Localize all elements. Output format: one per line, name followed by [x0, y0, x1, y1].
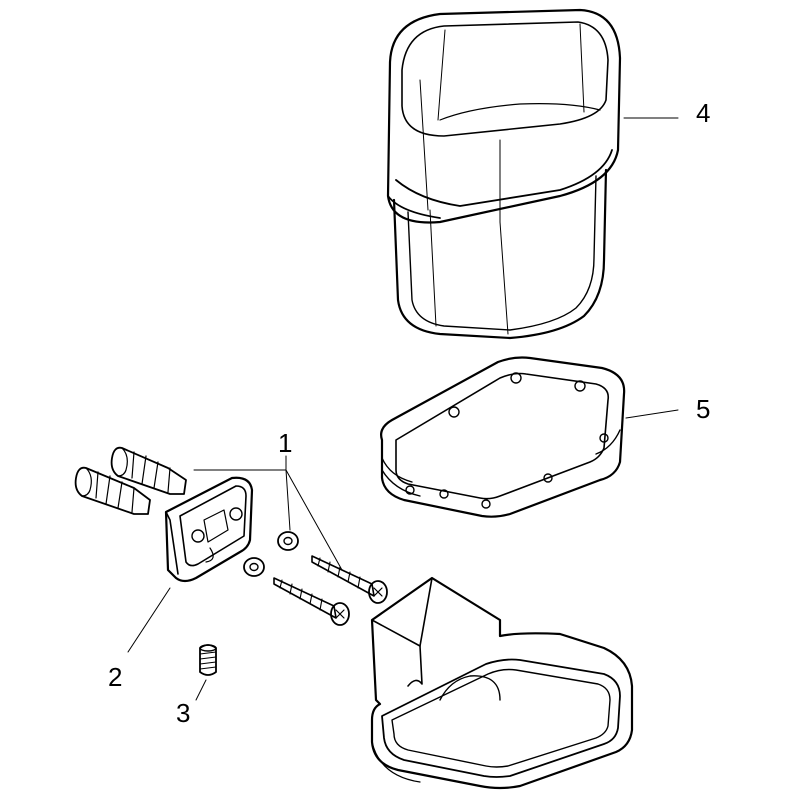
part-wall-mount-block: [164, 476, 254, 583]
leader-line-5: [625, 409, 679, 419]
part-wall-anchor-upper: [110, 446, 187, 495]
leader-lines-1: [193, 455, 343, 571]
callout-label-2: 2: [108, 662, 123, 692]
leader-line-2: [127, 587, 171, 653]
part-screw-upper: [311, 555, 388, 604]
part-wall-anchor-lower: [74, 466, 151, 515]
part-gasket-ring: [380, 356, 626, 518]
callout-label-4: 4: [696, 98, 711, 128]
part-washer-upper: [277, 531, 299, 551]
part-screw-lower: [273, 577, 350, 626]
leader-line-3: [195, 679, 207, 701]
part-grub-screw: [199, 644, 217, 676]
callout-label-1: 1: [278, 428, 293, 458]
callout-label-3: 3: [176, 698, 191, 728]
part-washer-lower: [243, 557, 265, 577]
part-tumbler-cup: [386, 8, 622, 340]
part-holder-bracket: [370, 576, 634, 790]
callout-label-5: 5: [696, 394, 711, 424]
